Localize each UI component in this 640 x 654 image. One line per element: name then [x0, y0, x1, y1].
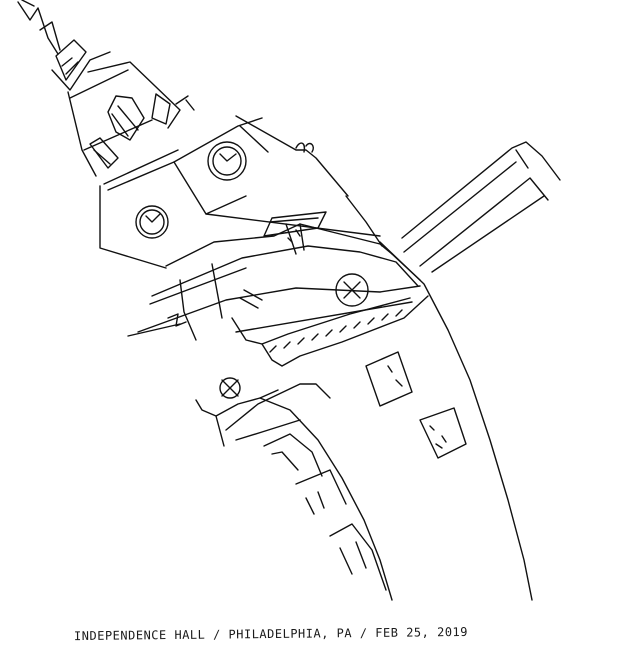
cornice: [127, 285, 429, 367]
tower-body: [165, 195, 533, 601]
cupola: [67, 61, 195, 185]
balcony-band: [149, 245, 419, 399]
adjoining-roof: [401, 141, 561, 273]
clock-stage: [99, 115, 349, 269]
clock-face-left: [135, 205, 169, 239]
lower-body: [195, 351, 467, 601]
clock-face-right: [207, 141, 247, 181]
spire: [17, 0, 111, 91]
